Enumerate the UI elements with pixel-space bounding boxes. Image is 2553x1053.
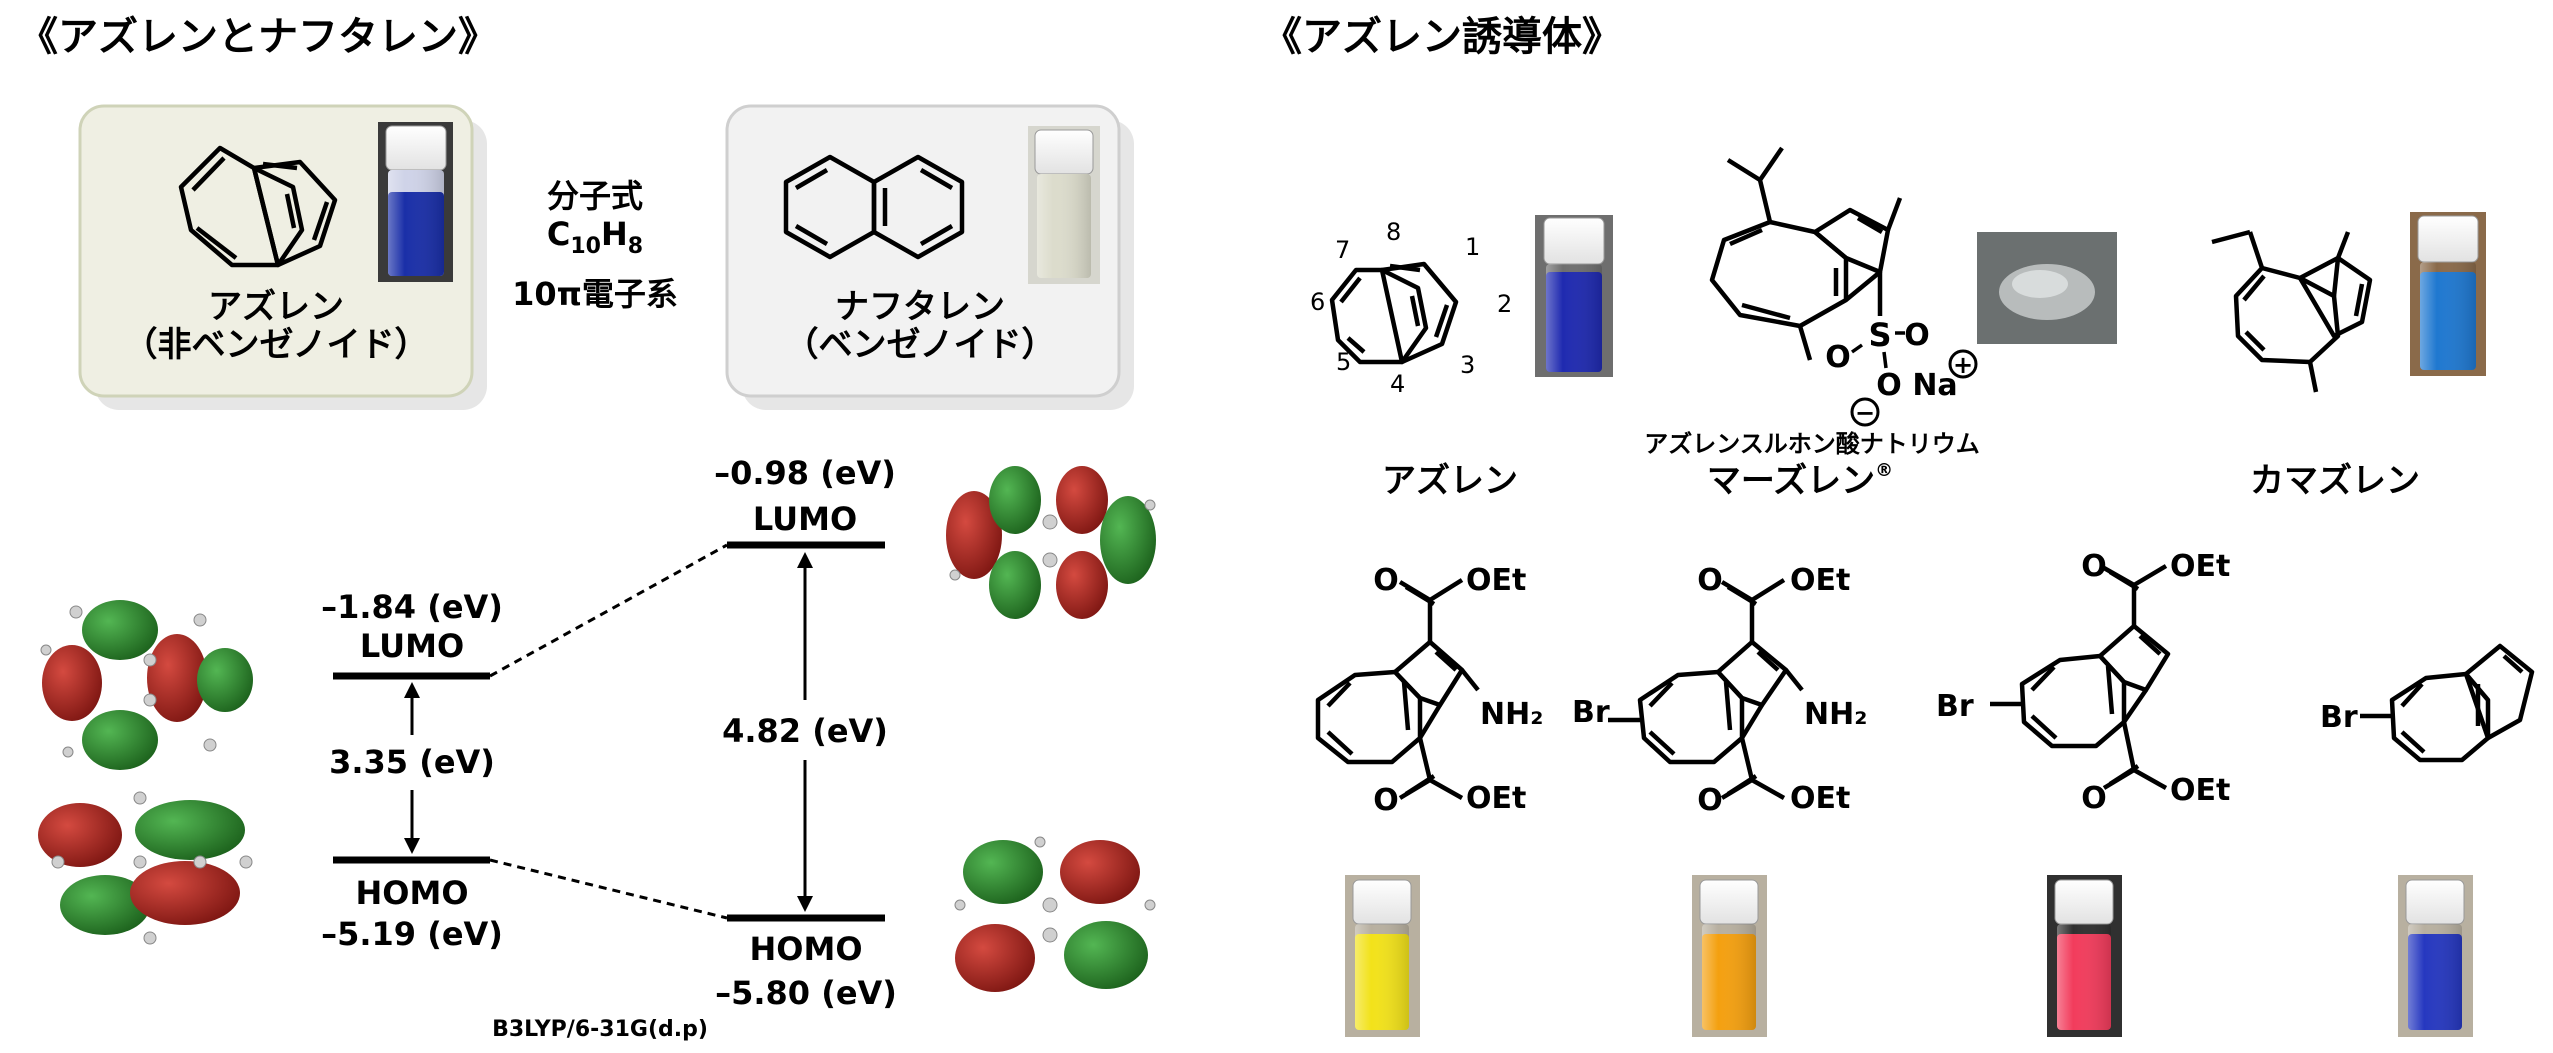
azulene-homo-energy: –5.19 (eV): [321, 915, 503, 953]
d1-ester-bottom: OEt: [1466, 781, 1526, 816]
d2-ester-bottom: OEt: [1790, 781, 1850, 816]
naphthalene-name: ナフタレン: [835, 287, 1005, 327]
derivative-2-vial-photo: [1692, 875, 1767, 1037]
sodium-atom: Na: [1912, 368, 1957, 403]
negative-charge-sign: −: [1855, 399, 1875, 427]
naphthalene-vial-photo: [1028, 126, 1100, 284]
d1-ester-top: OEt: [1466, 563, 1526, 598]
naph-lumo-energy: –0.98 (eV): [714, 454, 896, 492]
left-title: 《アズレンとナフタレン》: [18, 14, 498, 60]
naph-homo-energy: –5.80 (eV): [715, 974, 897, 1012]
naphthalene-card: ナフタレン （ベンゼノイド）: [725, 104, 1134, 410]
derivative-4-structure: Br: [2320, 643, 2535, 763]
locant-8: 8: [1386, 218, 1401, 246]
formula-label: 分子式: [547, 177, 643, 215]
homo-dashed-connector: [489, 858, 728, 920]
negative-charge-icon: [1850, 397, 1880, 427]
calculation-method: B3LYP/6-31G(d.p): [492, 1017, 708, 1042]
locant-1: 1: [1465, 233, 1480, 261]
locant-4: 4: [1390, 370, 1405, 398]
d3-bromo: Br: [1936, 689, 1974, 724]
d2-amine: NH₂: [1804, 697, 1867, 732]
marzulene-chemical-name: アズレンスルホン酸ナトリウム: [1644, 430, 1980, 458]
naphthalene-note: （ベンゼノイド）: [785, 325, 1056, 365]
derivative-1-vial-photo: [1345, 875, 1420, 1037]
oxygen-left: O: [1825, 340, 1851, 375]
marzulene-name: マーズレン®: [1707, 460, 1893, 501]
azulene-homo-orbital: [38, 791, 253, 945]
svg-text:O: O: [1697, 783, 1723, 818]
derivative-2-structure: Br O OEt NH₂ O OEt: [1572, 563, 1867, 818]
positive-charge-sign: +: [1953, 351, 1973, 379]
locant-3: 3: [1460, 351, 1475, 379]
locant-2: 2: [1497, 290, 1512, 318]
azulene-vial-photo-right: [1535, 215, 1613, 377]
d3-ester-top: OEt: [2170, 549, 2230, 584]
svg-text:O: O: [1373, 563, 1399, 598]
azulene-numbered-structure: 1 2 3 4 5 6 7 8: [1310, 218, 1512, 398]
svg-text:O: O: [1697, 563, 1723, 598]
oxygen-bottom: O: [1876, 368, 1902, 403]
d4-bromo: Br: [2320, 700, 2358, 735]
formula-text: C10H8: [547, 215, 643, 259]
azulene-lumo-energy: –1.84 (eV): [321, 588, 503, 626]
azulene-gap-value: 3.35 (eV): [329, 743, 495, 781]
azulene-lumo-label: LUMO: [360, 627, 464, 665]
azulene-name: アズレン: [208, 287, 344, 327]
sulfur-atom: S: [1868, 316, 1891, 354]
naphthalene-lumo-orbital: [946, 466, 1156, 619]
energy-diagram: –1.84 (eV) LUMO HOMO –5.19 (eV) 3.35 (eV…: [321, 454, 897, 1042]
molecular-formula: 分子式 C10H8 10π電子系: [512, 177, 678, 313]
derivative-3-structure: Br O OEt O OEt: [1936, 549, 2230, 816]
azulene-note: （非ベンゼノイド）: [124, 325, 429, 365]
naphthalene-homo-orbital: [954, 836, 1156, 992]
locant-6: 6: [1310, 288, 1325, 316]
locant-7: 7: [1335, 236, 1350, 264]
d1-amine: NH₂: [1480, 697, 1543, 732]
azulene-structure: [178, 145, 338, 268]
naph-gap-value: 4.82 (eV): [722, 712, 888, 750]
azulene-label-right: アズレン: [1382, 461, 1518, 501]
derivative-1-structure: O OEt NH₂ O OEt: [1315, 563, 1543, 818]
naph-homo-label: HOMO: [749, 930, 862, 968]
marzulene-powder-photo: [1977, 232, 2117, 344]
d2-ester-top: OEt: [1790, 563, 1850, 598]
svg-text:O: O: [2081, 549, 2107, 584]
naph-lumo-label: LUMO: [753, 500, 857, 538]
locant-5: 5: [1336, 348, 1351, 376]
azulene-homo-label: HOMO: [355, 874, 468, 912]
right-title: 《アズレン誘導体》: [1262, 14, 1622, 60]
d2-bromo: Br: [1572, 695, 1610, 730]
naphthalene-structure: [783, 154, 965, 260]
lumo-dashed-connector: [489, 543, 728, 678]
marzulene-structure: S O O O Na + −: [1709, 146, 1978, 427]
svg-text:O: O: [2081, 781, 2107, 816]
azulene-vial-photo: [378, 122, 453, 282]
chamazulene-structure: [2211, 229, 2373, 393]
chamazulene-name: カマズレン: [2250, 461, 2420, 501]
chamazulene-vial-photo: [2410, 212, 2486, 376]
azulene-card: アズレン （非ベンゼノイド）: [78, 104, 487, 410]
oxygen-right: O: [1904, 318, 1930, 353]
d3-ester-bottom: OEt: [2170, 773, 2230, 808]
positive-charge-icon: [1948, 349, 1978, 379]
electron-system-label: 10π電子系: [512, 275, 678, 313]
derivative-4-vial-photo: [2398, 875, 2473, 1037]
azulene-lumo-orbital: [40, 600, 253, 770]
derivative-3-vial-photo: [2047, 875, 2122, 1037]
svg-text:O: O: [1373, 783, 1399, 818]
